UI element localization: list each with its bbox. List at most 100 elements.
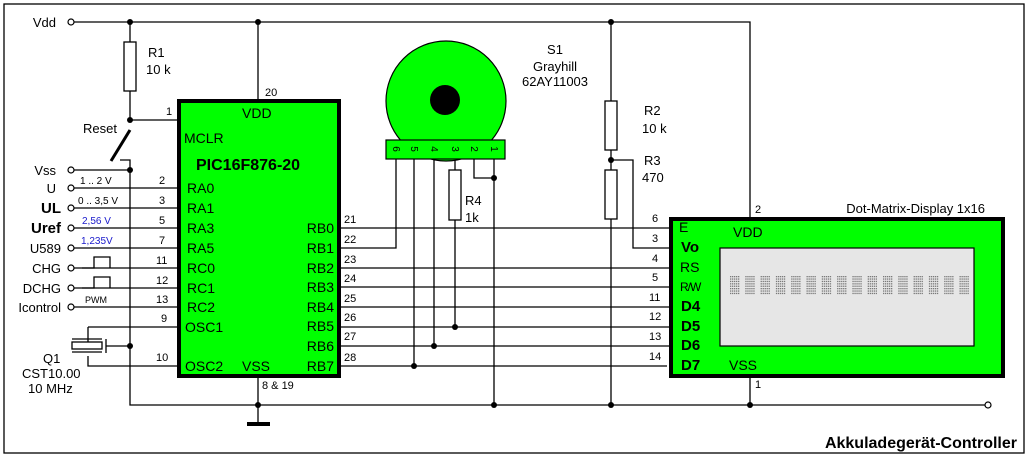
mcu-pin-label: RA5 bbox=[187, 240, 214, 256]
lcd-dot bbox=[797, 290, 799, 292]
terminal-uref[interactable] bbox=[67, 224, 75, 232]
crystal-q1[interactable] bbox=[71, 341, 103, 350]
reset-switch[interactable] bbox=[109, 129, 132, 162]
resistor-r4[interactable] bbox=[448, 169, 462, 221]
lcd-dot bbox=[734, 280, 736, 283]
lcd-dot bbox=[732, 283, 734, 285]
resistor-r2[interactable] bbox=[604, 100, 618, 151]
lcd-dot bbox=[766, 292, 768, 295]
rotary-switch-s1[interactable]: 6 5 4 3 2 1 bbox=[385, 40, 507, 162]
lcd-dot bbox=[873, 283, 875, 285]
lcd-dot bbox=[946, 290, 948, 292]
lcd-dot bbox=[915, 288, 917, 290]
lcd-dot bbox=[762, 276, 764, 278]
junction-dot bbox=[411, 363, 417, 369]
lcd-dot bbox=[732, 278, 734, 280]
lcd-dot bbox=[898, 288, 900, 290]
lcd-dot bbox=[777, 283, 780, 285]
lcd-dot bbox=[768, 290, 770, 292]
lcd-dot bbox=[917, 290, 919, 292]
lcd-dot bbox=[900, 290, 902, 292]
lcd-dot bbox=[915, 276, 917, 278]
mcu-pin-number: 1 bbox=[166, 106, 172, 118]
lcd-dot bbox=[768, 292, 770, 295]
terminal-vdd[interactable] bbox=[67, 18, 75, 26]
lcd-vss-label: VSS bbox=[729, 357, 757, 373]
terminal-u[interactable] bbox=[67, 184, 75, 192]
terminal-chg[interactable] bbox=[67, 264, 75, 272]
resistor-r3[interactable] bbox=[604, 169, 618, 220]
lcd-dot bbox=[854, 285, 856, 287]
resistor-r1[interactable] bbox=[123, 41, 137, 92]
mcu-pin-label: RB4 bbox=[307, 299, 334, 315]
mcu-pin-number: 7 bbox=[159, 235, 165, 247]
lcd-dot bbox=[959, 288, 961, 290]
lcd-dot bbox=[783, 285, 786, 287]
terminal-ul[interactable] bbox=[67, 204, 75, 212]
lcd-dot bbox=[764, 285, 766, 287]
lcd-dot bbox=[766, 280, 768, 283]
lcd-dot bbox=[749, 288, 751, 290]
terminal-gnd-out[interactable] bbox=[984, 401, 992, 409]
note-u: 1 .. 2 V bbox=[80, 176, 112, 187]
junction-dot bbox=[127, 117, 133, 123]
lcd-display[interactable]: VDD VSS E Vo RS R/W D4 D5 D6 D7 bbox=[669, 217, 1005, 378]
lcd-dot bbox=[856, 283, 858, 285]
lcd-dot bbox=[919, 292, 921, 295]
lcd-dot bbox=[762, 290, 764, 292]
lcd-dot bbox=[944, 278, 946, 280]
lcd-dot bbox=[839, 292, 841, 295]
lcd-dot bbox=[860, 285, 862, 287]
lcd-dot bbox=[852, 288, 854, 290]
lcd-dot bbox=[904, 280, 906, 283]
lcd-dot bbox=[764, 278, 766, 280]
terminal-dchg[interactable] bbox=[67, 284, 75, 292]
lcd-dot bbox=[839, 278, 841, 280]
lcd-dot bbox=[751, 276, 753, 278]
lcd-dot bbox=[766, 285, 768, 287]
lcd-dot bbox=[810, 276, 812, 278]
lcd-dot bbox=[814, 292, 816, 295]
lcd-dot bbox=[827, 292, 830, 295]
lcd-dot bbox=[775, 276, 778, 278]
label-vss: Vss bbox=[34, 163, 56, 178]
lcd-dot bbox=[858, 280, 860, 283]
mcu-pin-label: RB3 bbox=[307, 279, 334, 295]
mcu-pin-number: 11 bbox=[156, 255, 167, 267]
lcd-dot bbox=[913, 278, 915, 280]
lcd-pin-number: 5 bbox=[652, 272, 658, 284]
lcd-dot bbox=[959, 280, 961, 283]
lcd-dot bbox=[793, 283, 795, 285]
junction-dot bbox=[491, 175, 497, 181]
lcd-dot bbox=[963, 283, 965, 285]
lcd-dot bbox=[827, 290, 830, 292]
lcd-dot bbox=[932, 280, 935, 283]
terminal-u589[interactable] bbox=[67, 244, 75, 252]
lcd-character-cell bbox=[852, 276, 862, 295]
lcd-dot bbox=[950, 280, 952, 283]
mcu-pic16f876[interactable]: VDD MCLR PIC16F876-20 VSS RA0 RA1 RA3 RA… bbox=[177, 99, 341, 378]
lcd-dot bbox=[930, 283, 933, 285]
lcd-dot bbox=[762, 285, 764, 287]
mcu-pin-label: RB0 bbox=[307, 220, 334, 236]
lcd-dot bbox=[797, 283, 799, 285]
lcd-dot bbox=[917, 285, 919, 287]
mcu-pin-number: 2 bbox=[159, 175, 165, 187]
lcd-dot bbox=[887, 283, 889, 285]
mcu-body[interactable] bbox=[177, 99, 341, 378]
lcd-dot bbox=[963, 285, 965, 287]
lcd-dot bbox=[944, 285, 946, 287]
lcd-dot bbox=[795, 290, 797, 292]
lcd-dot bbox=[829, 276, 832, 278]
lcd-dot bbox=[839, 283, 841, 285]
lcd-vdd-label: VDD bbox=[733, 224, 763, 240]
lcd-dot bbox=[814, 288, 816, 290]
lcd-dot bbox=[747, 288, 749, 290]
lcd-dot bbox=[932, 278, 935, 280]
terminal-vss[interactable] bbox=[67, 166, 75, 174]
lcd-dot bbox=[930, 280, 933, 283]
lcd-dot bbox=[913, 292, 915, 295]
lcd-dot bbox=[950, 276, 952, 278]
terminal-icontrol[interactable] bbox=[67, 303, 75, 311]
lcd-dot bbox=[812, 288, 814, 290]
